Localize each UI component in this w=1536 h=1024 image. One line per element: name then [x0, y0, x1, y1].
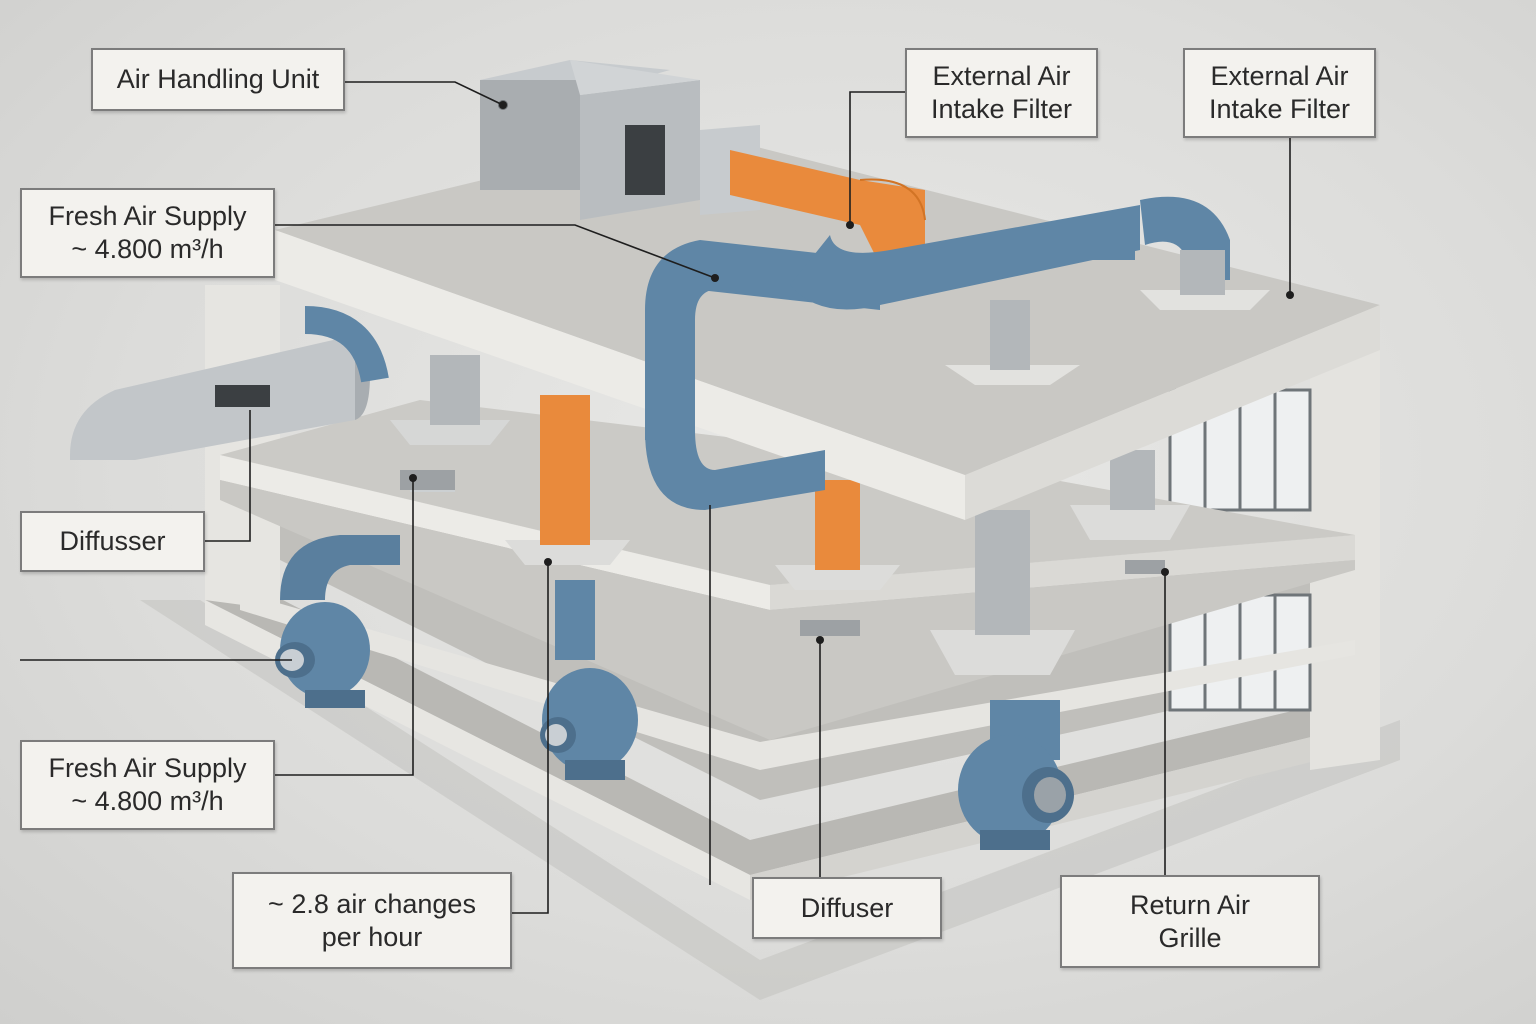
roof-diffuser-2 — [1140, 250, 1270, 310]
return-grille-1 — [1125, 560, 1165, 574]
middle-floor-right-edge — [770, 535, 1355, 610]
ground-diffuser-3 — [775, 480, 900, 590]
orange-duct-roof — [730, 150, 926, 265]
label-intake-filter-2: External Air Intake Filter — [1183, 48, 1376, 138]
label-air-handling-unit-text: Air Handling Unit — [116, 64, 320, 95]
blower-fan-1 — [275, 535, 400, 708]
side-supply-duct — [70, 306, 389, 460]
ground-diffuser-5 — [1070, 450, 1190, 540]
return-grille-3 — [400, 470, 455, 490]
label-diffusser-text: Diffusser — [59, 526, 166, 557]
label-intake-filter-1-line2: Intake Filter — [930, 94, 1073, 124]
label-fresh-air-supply-2: Fresh Air Supply ~ 4.800 m³/h — [20, 740, 275, 830]
label-intake-filter-2-line1: External Air — [1210, 61, 1349, 92]
ground-diffuser-2 — [505, 395, 630, 565]
label-intake-filter-1-line1: External Air — [932, 61, 1071, 92]
label-fresh-air-supply-1-line1: Fresh Air Supply — [48, 201, 247, 232]
label-return-air-grille-line1: Return Air — [1129, 889, 1251, 920]
label-return-air-grille: Return Air Grille — [1060, 875, 1320, 968]
blower-fan-3 — [958, 700, 1074, 850]
ground-diffuser-1 — [390, 355, 510, 492]
label-intake-filter-1: External Air Intake Filter — [905, 48, 1098, 138]
middle-floor-underside — [220, 480, 1355, 740]
label-diffuser-text: Diffuser — [800, 892, 894, 923]
roof-diffuser-1 — [945, 300, 1080, 385]
ground-diffuser-4 — [930, 510, 1075, 675]
label-air-changes: ~ 2.8 air changes per hour — [232, 872, 512, 969]
label-intake-filter-2-line2: Intake Filter — [1208, 94, 1351, 124]
leader-lines — [20, 81, 1291, 914]
roof-slab-left-edge — [275, 230, 965, 520]
label-air-changes-line2: per hour — [321, 921, 423, 952]
label-fresh-air-supply-2-line1: Fresh Air Supply — [48, 753, 247, 784]
ground-floor-slab — [205, 560, 1380, 875]
label-air-changes-line1: ~ 2.8 air changes — [268, 888, 476, 919]
label-diffuser: Diffuser — [752, 877, 942, 939]
blower-fan-2 — [540, 580, 638, 780]
label-air-handling-unit: Air Handling Unit — [91, 48, 345, 111]
floor-plate-edge — [240, 592, 1355, 770]
leader-dots — [409, 101, 1294, 644]
label-fresh-air-supply-2-line2: ~ 4.800 m³/h — [71, 786, 224, 816]
label-fresh-air-supply-1: Fresh Air Supply ~ 4.800 m³/h — [20, 188, 275, 278]
roof-slab-right-edge — [965, 305, 1380, 520]
label-diffusser: Diffusser — [20, 511, 205, 572]
label-fresh-air-supply-1-line2: ~ 4.800 m³/h — [71, 234, 224, 264]
label-return-air-grille-line2: Grille — [1158, 922, 1222, 953]
middle-floor-front-edge — [220, 455, 770, 610]
return-grille-2 — [800, 620, 860, 636]
